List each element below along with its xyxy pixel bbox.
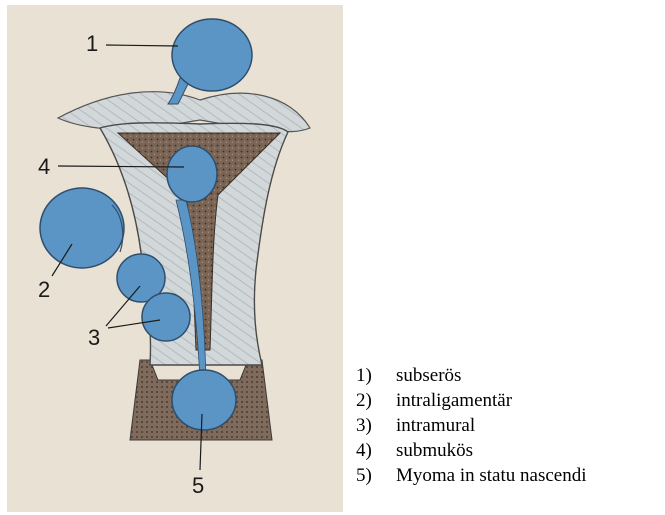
myoma-subserous [172,19,252,91]
myoma-nascent [172,370,236,430]
legend-number: 2) [356,388,396,413]
legend-number: 4) [356,438,396,463]
marker-4: 4 [38,154,50,179]
legend-label: subserös [396,365,461,386]
legend-item: 2)intraligamentär [356,388,587,413]
legend-number: 3) [356,413,396,438]
legend-label: Myoma in statu nascendi [396,465,587,486]
legend-item: 4)submukös [356,438,587,463]
legend-number: 1) [356,363,396,388]
marker-1: 1 [86,31,98,56]
legend-label: intraligamentär [396,390,512,411]
myoma-intraligamentary [40,188,124,268]
legend-label: submukös [396,440,473,461]
legend-number: 5) [356,463,396,488]
myoma-legend: 1)subserös 2)intraligamentär 3)intramura… [356,363,587,488]
legend-item: 5)Myoma in statu nascendi [356,463,587,488]
legend-item: 3)intramural [356,413,587,438]
legend-label: intramural [396,415,475,436]
myoma-submucous [167,146,217,202]
marker-5: 5 [192,473,204,498]
myoma-intramural-lower [142,293,190,341]
marker-3: 3 [88,325,100,350]
marker-2: 2 [38,277,50,302]
legend-item: 1)subserös [356,363,587,388]
